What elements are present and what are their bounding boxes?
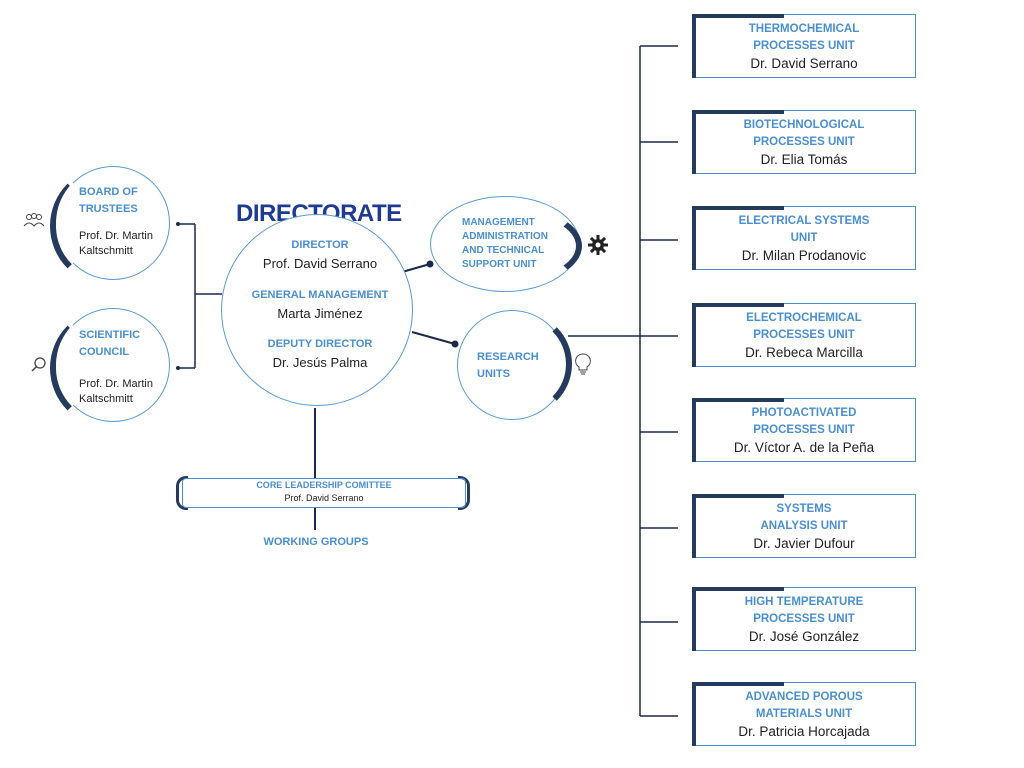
unit-head: Dr. Víctor A. de la Peña (733, 440, 875, 455)
unit-head: Dr. Elia Tomás (760, 152, 848, 167)
unit-title: THERMOCHEMICAL PROCESSES UNIT (748, 23, 860, 52)
director-role: DIRECTOR (291, 239, 349, 251)
council-member: Prof. Dr. Martin Kaltschmitt (79, 378, 153, 405)
deputy-name: Dr. Jesús Palma (272, 355, 368, 370)
core-title: CORE LEADERSHIP COMITTEE (256, 480, 392, 490)
unit-box: PHOTOACTIVATED PROCESSES UNIT Dr. Víctor… (692, 398, 916, 462)
unit-box: SYSTEMS ANALYSIS UNIT Dr. Javier Dufour (692, 494, 916, 558)
unit-box: ADVANCED POROUS MATERIALS UNIT Dr. Patri… (692, 682, 916, 746)
directorate-circle (221, 214, 413, 406)
board-circle (56, 166, 170, 280)
unit-box: ELECTRICAL SYSTEMS UNIT Dr. Milan Prodan… (692, 206, 916, 270)
unit-box: THERMOCHEMICAL PROCESSES UNIT Dr. David … (692, 14, 916, 78)
unit-head: Dr. José González (748, 629, 860, 644)
people-icon (22, 212, 46, 233)
director-name: Prof. David Serrano (262, 256, 378, 271)
research-title: RESEARCH UNITS (477, 351, 539, 380)
core-bracket-left (176, 476, 188, 510)
core-bracket-right (458, 476, 470, 510)
unit-head: Dr. Rebeca Marcilla (745, 345, 863, 360)
unit-box: BIOTECHNOLOGICAL PROCESSES UNIT Dr. Elia… (692, 110, 916, 174)
management-title: MANAGEMENT ADMINISTRATION AND TECHNICAL … (462, 217, 548, 270)
unit-title: SYSTEMS ANALYSIS UNIT (760, 503, 848, 532)
board-member: Prof. Dr. Martin Kaltschmitt (79, 230, 153, 257)
unit-title: HIGH TEMPERATURE PROCESSES UNIT (744, 596, 864, 625)
core-head: Prof. David Serrano (284, 493, 364, 503)
lightbulb-icon (574, 352, 592, 381)
unit-title: ELECTROCHEMICAL PROCESSES UNIT (746, 312, 862, 341)
research-arc (468, 312, 572, 416)
gm-role: GENERAL MANAGEMENT (251, 289, 389, 301)
council-title: SCIENTIFIC COUNCIL (79, 329, 141, 358)
unit-title: BIOTECHNOLOGICAL PROCESSES UNIT (743, 119, 865, 148)
deputy-role: DEPUTY DIRECTOR (267, 338, 373, 350)
unit-box: ELECTROCHEMICAL PROCESSES UNIT Dr. Rebec… (692, 303, 916, 367)
board-arc (50, 166, 170, 286)
magnifier-icon (30, 356, 48, 379)
management-arc (450, 208, 582, 284)
council-arc (50, 308, 170, 428)
unit-title: ELECTRICAL SYSTEMS UNIT (738, 215, 870, 244)
unit-head: Dr. Patricia Horcajada (738, 724, 870, 739)
board-title: BOARD OF TRUSTEES (79, 186, 138, 215)
working-groups: WORKING GROUPS (263, 536, 369, 548)
unit-head: Dr. Milan Prodanovic (741, 248, 867, 263)
unit-title: ADVANCED POROUS MATERIALS UNIT (745, 691, 863, 720)
unit-head: Dr. Javier Dufour (753, 536, 855, 551)
unit-title: PHOTOACTIVATED PROCESSES UNIT (751, 407, 857, 436)
gm-name: Marta Jiménez (277, 306, 363, 321)
gear-icon (587, 234, 609, 261)
unit-head: Dr. David Serrano (750, 56, 858, 71)
council-circle (56, 308, 170, 422)
core-leadership-box (182, 478, 466, 508)
unit-box: HIGH TEMPERATURE PROCESSES UNIT Dr. José… (692, 587, 916, 651)
